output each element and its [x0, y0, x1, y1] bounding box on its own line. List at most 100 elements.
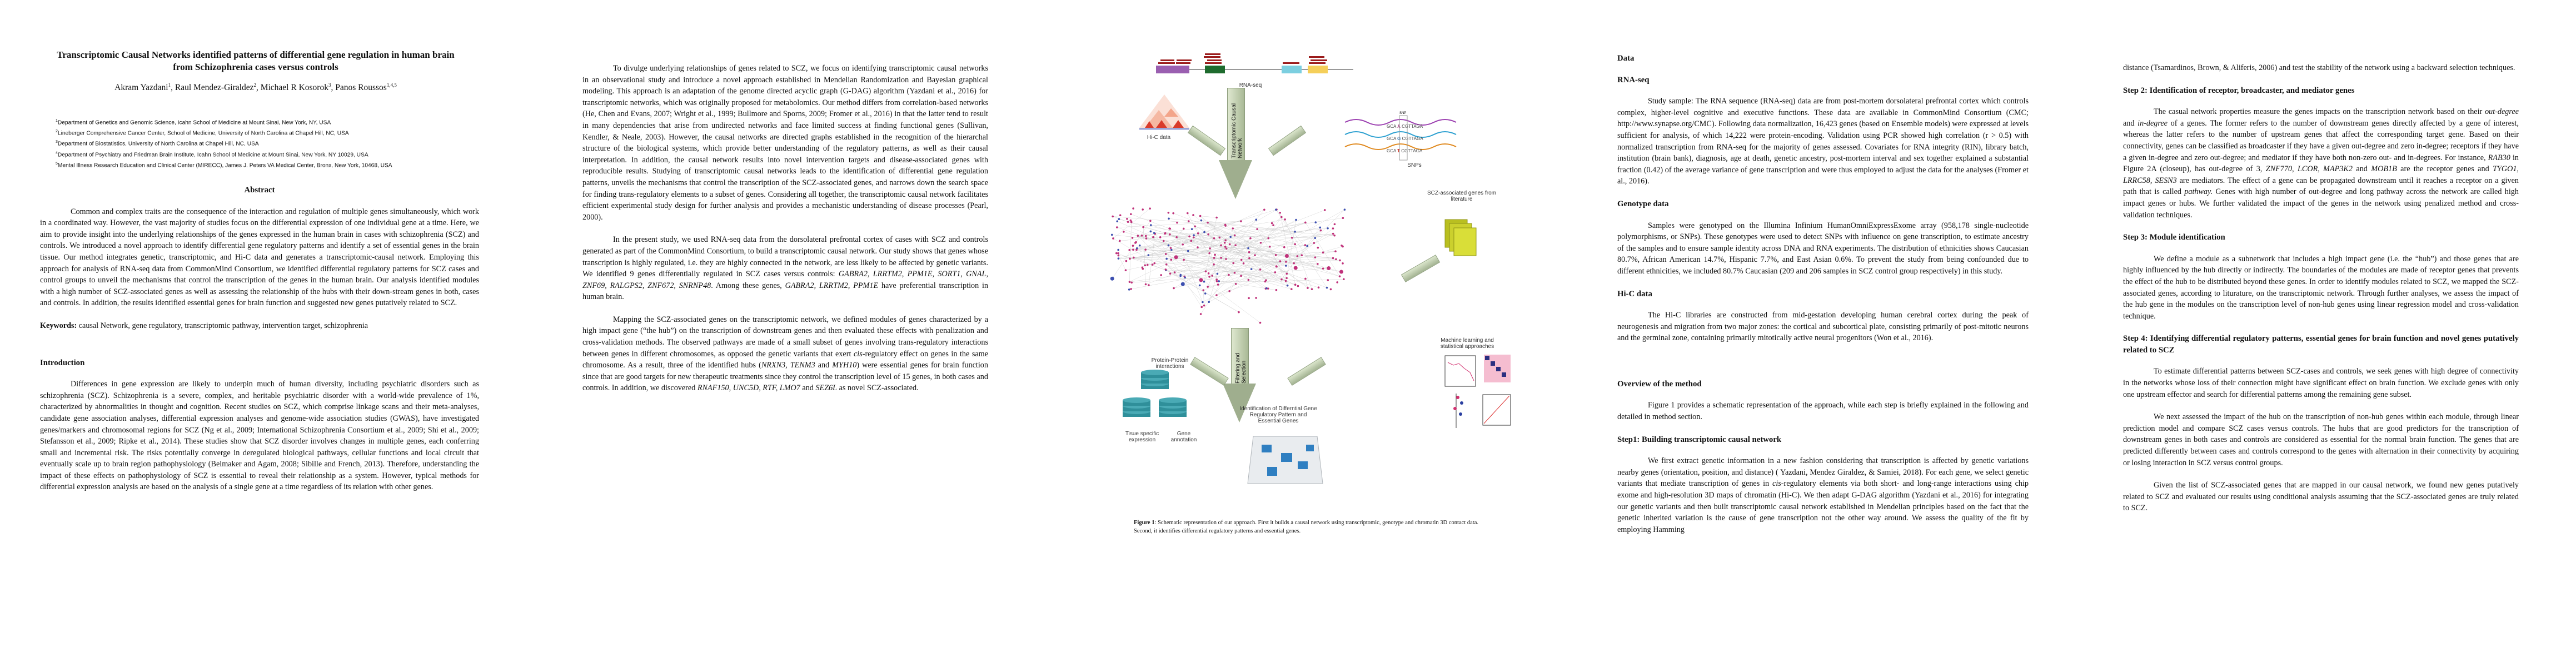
- network-edge: [1143, 227, 1146, 285]
- network-node: [1317, 246, 1319, 249]
- page-3: Data RNA-seq Study sample: The RNA seque…: [1590, 0, 2112, 667]
- network-edge: [1130, 214, 1327, 288]
- network-edge: [1184, 260, 1292, 290]
- network-node: [1233, 234, 1236, 237]
- network-node: [1170, 258, 1173, 261]
- network-node: [1187, 250, 1189, 252]
- network-node: [1293, 266, 1298, 270]
- network-node: [1119, 214, 1122, 217]
- network-node: [1117, 254, 1120, 257]
- hic-text: The Hi-C libraries are constructed from …: [1617, 311, 2029, 343]
- network-node: [1138, 244, 1141, 247]
- network-edge: [1132, 268, 1329, 283]
- network-edge: [1187, 213, 1214, 265]
- network-edge: [1284, 245, 1306, 247]
- network-node: [1229, 236, 1232, 238]
- network-edge: [1265, 279, 1344, 282]
- network-edge: [1285, 228, 1333, 266]
- network-node: [1131, 237, 1134, 239]
- network-node: [1297, 285, 1299, 287]
- network-node: [1118, 240, 1121, 242]
- paragraph: In the present study, we used RNA-seq da…: [582, 235, 988, 302]
- network-edge: [1133, 257, 1340, 261]
- network-node: [1272, 224, 1274, 227]
- network-node: [1255, 297, 1257, 299]
- genotype-text: Samples were genotyped on the Illumina I…: [1617, 221, 2029, 276]
- network-edge: [1209, 209, 1277, 249]
- network-node: [1200, 306, 1203, 308]
- network-node: [1184, 276, 1186, 279]
- network-node: [1314, 256, 1317, 258]
- network-node: [1240, 275, 1242, 277]
- snp-sequence: GCA T CGTTAGA: [1387, 148, 1423, 153]
- network-edge: [1177, 237, 1203, 302]
- network-node: [1342, 217, 1344, 219]
- network-node: [1224, 239, 1227, 242]
- tcn-arrow-head: [1219, 160, 1252, 199]
- network-node: [1160, 274, 1162, 276]
- network-node: [1317, 263, 1319, 265]
- network-node: [1233, 271, 1236, 274]
- network-node: [1322, 251, 1324, 254]
- network-node: [1259, 268, 1262, 271]
- network-node: [1132, 256, 1135, 259]
- network-edge: [1225, 240, 1226, 247]
- hic-heatmap: [1139, 94, 1189, 130]
- affiliation: 1Department of Genetics and Genomic Scie…: [56, 119, 331, 126]
- network-edge: [1136, 237, 1220, 250]
- author: Raul Mendez-Giraldez2: [175, 82, 256, 93]
- network-node: [1280, 278, 1283, 281]
- network-node: [1336, 281, 1338, 283]
- network-node: [1339, 270, 1343, 274]
- network-node: [1213, 237, 1215, 240]
- network-edge: [1233, 228, 1296, 245]
- network-node: [1169, 247, 1172, 249]
- network-node: [1148, 284, 1150, 286]
- figure-caption: Figure 1: Schematic representation of ou…: [1134, 520, 1478, 534]
- hic-heading: Hi-C data: [1617, 289, 1652, 298]
- network-node: [1294, 231, 1296, 233]
- network-node: [1314, 237, 1317, 240]
- network-node: [1203, 304, 1205, 307]
- network-node: [1112, 237, 1114, 240]
- network-node: [1117, 248, 1119, 251]
- rnaseq-heading: RNA-seq: [1617, 75, 1650, 84]
- network-edge: [1173, 220, 1297, 288]
- network-node: [1187, 220, 1190, 222]
- network-node: [1285, 277, 1288, 280]
- network-node: [1117, 257, 1120, 260]
- network-node: [1322, 267, 1324, 270]
- data-section: Data RNA-seq Study sample: The RNA seque…: [1617, 53, 2029, 546]
- snps-label: SNPs: [1407, 162, 1422, 168]
- network-node: [1199, 215, 1202, 217]
- network-node: [1342, 262, 1344, 265]
- network-edge: [1154, 233, 1202, 307]
- network-edge: [1131, 251, 1336, 290]
- network-node: [1275, 265, 1278, 267]
- network-node: [1144, 283, 1147, 286]
- network-node: [1130, 281, 1133, 284]
- network-node: [1248, 251, 1250, 253]
- network-edge: [1142, 231, 1151, 236]
- hic-label: Hi-C data: [1147, 135, 1171, 141]
- network-node: [1254, 254, 1256, 257]
- exon: [1308, 66, 1328, 73]
- network-edge: [1129, 236, 1190, 250]
- network-edge: [1202, 233, 1333, 302]
- network-node: [1338, 275, 1341, 277]
- network-edge: [1257, 228, 1335, 236]
- network-node: [1304, 277, 1307, 280]
- network-edge: [1170, 247, 1336, 260]
- network-edge: [1200, 216, 1217, 218]
- network-node: [1128, 288, 1130, 291]
- genotype-heading: Genotype data: [1617, 199, 1669, 208]
- network-edge: [1128, 222, 1298, 257]
- network-node: [1332, 257, 1334, 260]
- network-node: [1169, 227, 1172, 230]
- network-node: [1182, 243, 1184, 246]
- network-node: [1128, 248, 1130, 251]
- network-node: [1333, 223, 1336, 226]
- network-node: [1207, 221, 1209, 224]
- network-node: [1240, 220, 1242, 222]
